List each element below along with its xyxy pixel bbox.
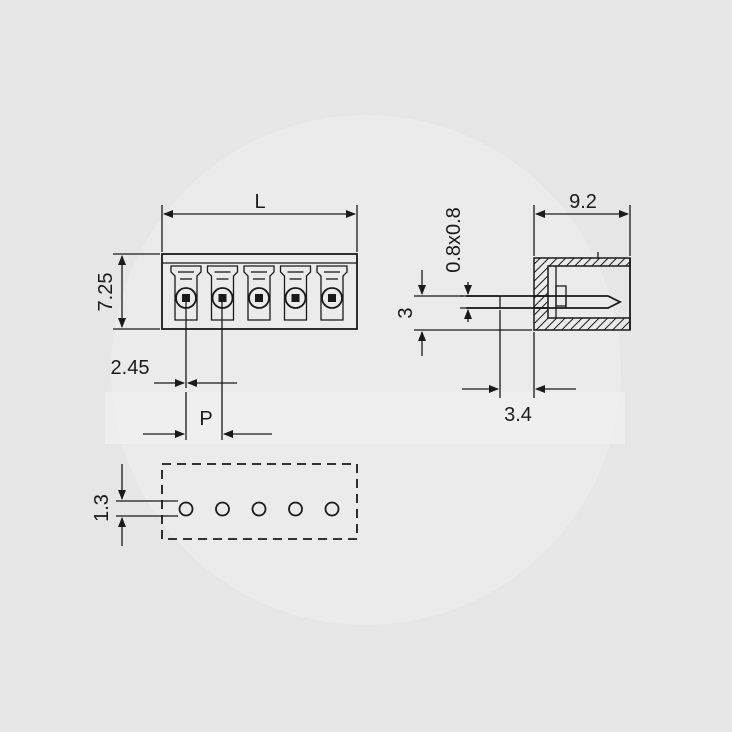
footprint-hole: [178, 501, 194, 517]
terminal-clamp: [170, 265, 202, 321]
dim-depth: 9.2: [533, 191, 631, 256]
dim-length: L: [161, 191, 358, 252]
dim-pin-size: 0.8x0.8: [443, 207, 498, 322]
dim-offset-label: 2.45: [111, 357, 150, 379]
terminal-clamp: [206, 265, 239, 321]
footprint-hole: [215, 501, 230, 517]
footprint-hole-group: [178, 501, 340, 517]
dim-depth-label: 9.2: [569, 191, 597, 213]
watermark: [105, 115, 625, 625]
dim-pitch: P: [143, 300, 272, 440]
dim-pin-size-label: 0.8x0.8: [443, 207, 465, 273]
terminal-clamp: [316, 265, 348, 321]
terminal-cell: [243, 265, 275, 321]
dim-pin-height-label: 3: [395, 307, 417, 318]
screw-hole: [321, 287, 343, 309]
screw-head: [291, 294, 300, 302]
screw-head: [182, 294, 190, 302]
dim-pin-offset: 1.3: [91, 464, 178, 546]
screw-hole: [248, 287, 270, 309]
dim-pitch-label: P: [199, 408, 212, 430]
side-view: [466, 252, 631, 331]
dim-height-label: 7.25: [95, 273, 117, 312]
dim-pin-length: 3.4: [462, 310, 576, 426]
terminal-cell: [279, 265, 312, 321]
dim-pin-height: 3: [395, 270, 532, 356]
terminal-cell: [316, 265, 348, 321]
screw-hole: [284, 287, 307, 309]
dim-pin-offset-label: 1.3: [91, 494, 113, 522]
dim-offset: 2.45: [111, 300, 237, 388]
dim-height: 7.25: [95, 253, 160, 330]
screw-head: [218, 294, 227, 302]
dim-length-label: L: [254, 191, 265, 213]
terminal-clamp: [279, 265, 312, 321]
footprint-hole: [288, 501, 303, 517]
footprint-hole: [251, 501, 267, 517]
footprint-hole: [324, 501, 340, 517]
dim-pin-length-label: 3.4: [504, 404, 532, 426]
screw-head: [255, 294, 263, 302]
terminal-clamp: [243, 265, 275, 321]
screw-head: [328, 294, 336, 302]
